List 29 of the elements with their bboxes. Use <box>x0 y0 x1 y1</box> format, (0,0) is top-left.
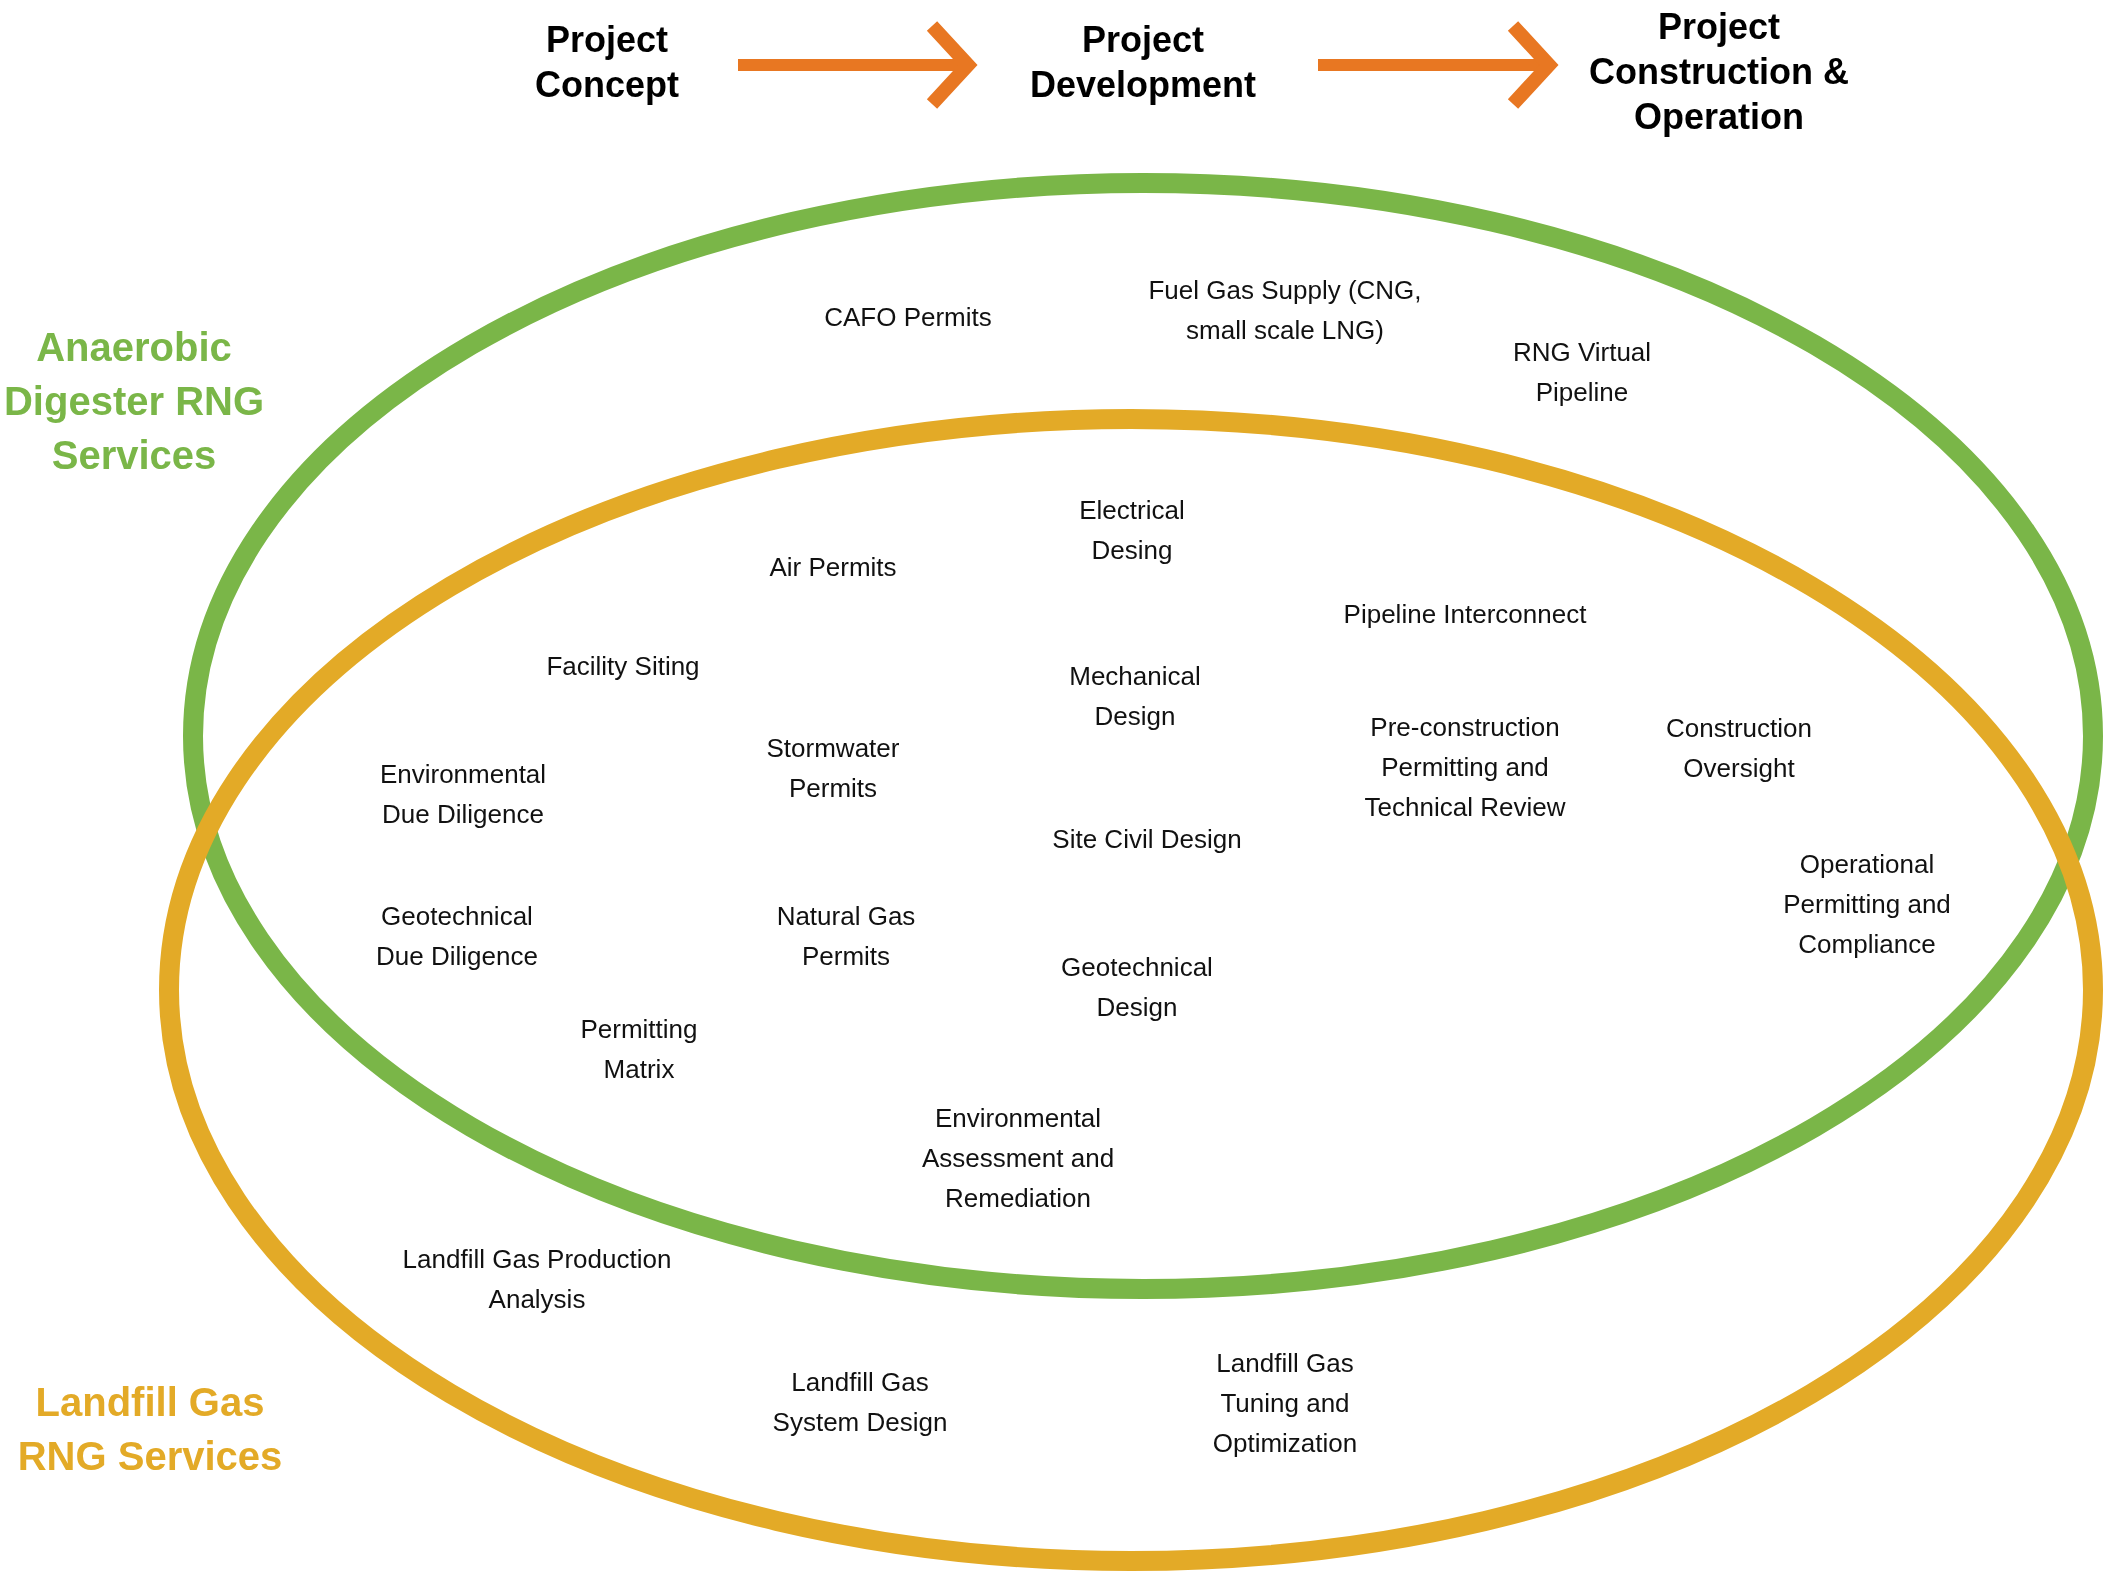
service-label: Permitting Matrix <box>579 1013 699 1086</box>
service-label: Operational Permitting and Compliance <box>1782 848 1952 961</box>
service-label: RNG Virtual Pipeline <box>1511 336 1653 409</box>
service-label: CAFO Permits <box>823 301 993 334</box>
service-label: Site Civil Design <box>1051 823 1243 856</box>
service-label: Fuel Gas Supply (CNG, small scale LNG) <box>1147 274 1423 347</box>
service-label: Facility Siting <box>545 650 701 683</box>
service-label: Air Permits <box>768 551 898 584</box>
service-label: Environmental Assessment and Remediation <box>920 1102 1116 1215</box>
service-label: Landfill Gas Production Analysis <box>402 1243 672 1316</box>
service-label: Stormwater Permits <box>765 732 901 805</box>
service-label: Pipeline Interconnect <box>1342 598 1588 631</box>
stage-heading: Project Concept <box>476 12 738 112</box>
group-heading: Landfill Gas RNG Services <box>16 1379 284 1480</box>
service-label: Geotechnical Due Diligence <box>375 900 539 973</box>
service-label: Environmental Due Diligence <box>378 758 548 831</box>
service-label: Geotechnical Design <box>1060 951 1214 1024</box>
service-label: Mechanical Design <box>1068 660 1202 733</box>
arrow <box>1318 19 1556 111</box>
stage-heading: Project Construction & Operation <box>1549 0 1889 146</box>
service-label: Construction Oversight <box>1665 712 1813 785</box>
service-label: Pre-construction Permitting and Technical Review <box>1363 711 1567 824</box>
stage-heading: Project Development <box>968 12 1318 112</box>
service-label: Landfill Gas Tuning and Optimization <box>1211 1347 1359 1460</box>
service-label: Landfill Gas System Design <box>771 1366 949 1439</box>
service-label: Natural Gas Permits <box>775 900 917 973</box>
service-label: Electrical Desing <box>1078 494 1186 567</box>
group-heading: Anaerobic Digester RNG Services <box>2 324 266 479</box>
arrow <box>738 19 975 111</box>
